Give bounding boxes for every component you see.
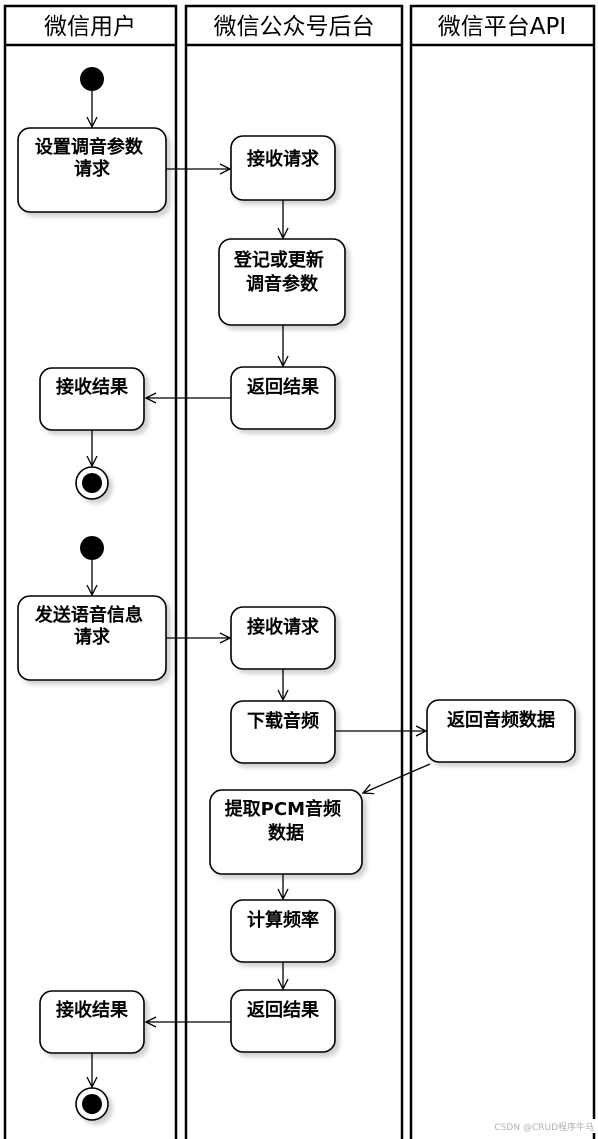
activity-extract-pcm: 提取PCM音频 数据 bbox=[209, 789, 363, 875]
activity-send-voice-request: 发送语音信息 请求 bbox=[17, 595, 167, 681]
svg-text:提取PCM音频 数据: 提取PCM音频 数据 bbox=[225, 798, 348, 844]
swimlane-backend: 微信公众号后台 bbox=[184, 4, 404, 1139]
activity-return-result-1: 返回结果 bbox=[230, 366, 336, 430]
watermark-text: CSDN @CRUD程序牛马 bbox=[494, 1121, 594, 1133]
activity-label: 计算频率 bbox=[247, 909, 319, 931]
activity-receive-request-2: 接收请求 bbox=[230, 606, 336, 670]
swimlane-title-api: 微信平台API bbox=[438, 14, 566, 40]
svg-text:设置调音参数 请求: 设置调音参数 请求 bbox=[35, 136, 149, 180]
activity-calculate-frequency: 计算频率 bbox=[230, 899, 336, 963]
activity-download-audio: 下载音频 bbox=[230, 700, 336, 764]
swimlane-title-backend: 微信公众号后台 bbox=[214, 14, 375, 40]
activity-label: 数据 bbox=[268, 822, 304, 844]
activity-register-update-params: 登记或更新 调音参数 bbox=[218, 238, 346, 326]
activity-label: 接收请求 bbox=[247, 148, 320, 170]
svg-text:发送语音信息 请求: 发送语音信息 请求 bbox=[34, 604, 149, 648]
activity-receive-result-2: 接收结果 bbox=[39, 990, 145, 1054]
initial-node bbox=[80, 67, 104, 91]
activity-set-tuning-request: 设置调音参数 请求 bbox=[17, 127, 167, 213]
activity-label: 登记或更新 bbox=[233, 249, 324, 271]
activity-label: 设置调音参数 bbox=[35, 136, 144, 158]
activity-label: 请求 bbox=[74, 158, 111, 180]
activity-label: 返回音频数据 bbox=[447, 709, 555, 731]
activity-receive-result-1: 接收结果 bbox=[39, 367, 145, 431]
swimlane-api: 微信平台API bbox=[409, 4, 596, 1139]
activity-receive-request-1: 接收请求 bbox=[230, 135, 336, 201]
activity-label: 接收结果 bbox=[56, 999, 129, 1021]
initial-node bbox=[80, 536, 104, 560]
activity-label: 调音参数 bbox=[246, 273, 319, 295]
activity-return-audio-data: 返回音频数据 bbox=[426, 699, 576, 763]
swimlane-title-user: 微信用户 bbox=[44, 14, 136, 40]
final-node bbox=[75, 1087, 109, 1121]
activity-label: 请求 bbox=[74, 626, 111, 648]
activity-label: 返回结果 bbox=[247, 376, 320, 398]
activity-label: 提取PCM音频 bbox=[225, 798, 341, 820]
activity-label: 接收结果 bbox=[56, 376, 129, 398]
final-node bbox=[75, 466, 109, 500]
activity-label: 返回结果 bbox=[247, 999, 320, 1021]
control-flow bbox=[363, 763, 431, 793]
activity-label: 接收请求 bbox=[247, 616, 320, 638]
svg-text:登记或更新 调音参数: 登记或更新 调音参数 bbox=[233, 249, 330, 295]
swimlane-user: 微信用户 bbox=[3, 4, 178, 1139]
activity-label: 下载音频 bbox=[247, 710, 319, 732]
activity-return-result-2: 返回结果 bbox=[230, 989, 336, 1053]
activity-label: 发送语音信息 bbox=[34, 604, 143, 626]
